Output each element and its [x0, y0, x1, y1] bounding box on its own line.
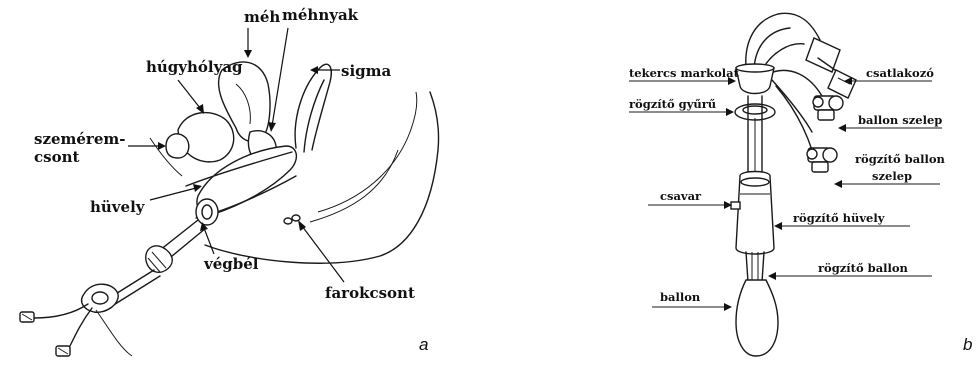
label-szemeremcsont-1: szemérem-: [34, 130, 125, 148]
label-meh: méh: [244, 8, 280, 26]
label-tekercs-markolat: tekercs markolat: [629, 66, 740, 80]
panel-letter-a: a: [419, 335, 428, 354]
label-rogzito-ballon-szelep-2: szelep: [872, 169, 912, 183]
panel-letter-b: b: [963, 335, 972, 354]
label-ballon: ballon: [660, 290, 701, 304]
label-rogzito-ballon: rögzítő ballon: [818, 261, 909, 275]
label-sigma: sigma: [341, 62, 392, 80]
label-rogzito-ballon-szelep-1: rögzítő ballon: [855, 152, 946, 166]
label-vegbel: végbél: [203, 255, 259, 273]
panel-a: méh méhnyak húgyhólyag sigma szemérem- c…: [19, 6, 440, 357]
label-farokcsont: farokcsont: [325, 284, 415, 302]
label-csatlakozo: csatlakozó: [866, 66, 934, 80]
label-hugyholyag: húgyhólyag: [146, 58, 243, 76]
label-csavar: csavar: [660, 189, 702, 203]
label-huvely: hüvely: [90, 198, 146, 216]
label-rogzito-huvely: rögzítő hüvely: [793, 211, 885, 225]
label-mehnyak: méhnyak: [282, 6, 359, 24]
label-rogzito-gyuru: rögzítő gyűrű: [629, 97, 716, 111]
label-ballon-szelep: ballon szelep: [858, 113, 942, 127]
label-szemeremcsont-2: csont: [34, 148, 79, 166]
panel-b: tekercs markolat csatlakozó rögzítő gyűr…: [629, 12, 972, 357]
